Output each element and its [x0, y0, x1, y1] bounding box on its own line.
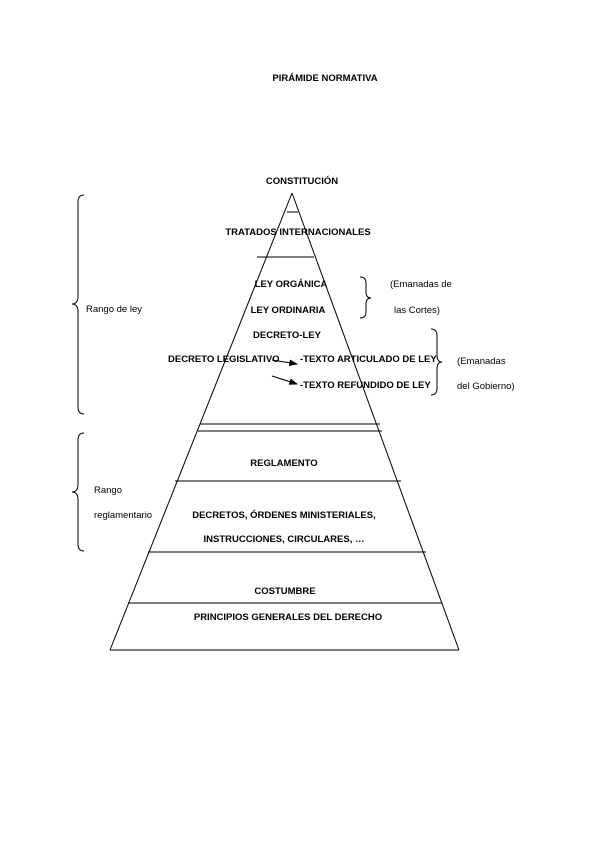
- label-rango-regl-line2: reglamentario: [94, 510, 152, 521]
- label-tratados: TRATADOS INTERNACIONALES: [225, 227, 370, 238]
- page-title: PIRÁMIDE NORMATIVA: [272, 73, 377, 84]
- label-principios: PRINCIPIOS GENERALES DEL DERECHO: [194, 612, 382, 623]
- brace-rango-ley: [71, 194, 85, 415]
- label-costumbre: COSTUMBRE: [254, 586, 315, 597]
- brace-rango-reglamentario: [71, 432, 85, 552]
- brace-gobierno: [430, 328, 443, 396]
- note-cortes-line2: las Cortes): [394, 305, 440, 316]
- note-gobierno-line1: (Emanadas: [457, 356, 506, 367]
- label-constitucion: CONSTITUCIÓN: [266, 175, 338, 187]
- brace-cortes: [359, 276, 372, 319]
- label-texto-refundido: -TEXTO REFUNDIDO DE LEY: [300, 380, 431, 391]
- note-gobierno-line2: del Gobierno): [457, 381, 515, 392]
- pyramid-outline: [109, 192, 460, 651]
- label-rango-ley: Rango de ley: [86, 304, 142, 315]
- label-decreto-ley: DECRETO-LEY: [253, 330, 322, 341]
- label-decreto-legislativo: DECRETO LEGISLATIVO: [168, 354, 280, 365]
- label-texto-articulado: -TEXTO ARTICULADO DE LEY: [300, 354, 437, 365]
- label-ley-ordinaria: LEY ORDINARIA: [251, 305, 326, 316]
- arrow-to-articulado: [271, 359, 299, 367]
- label-decretos-line1: DECRETOS, ÓRDENES MINISTERIALES,: [192, 509, 376, 521]
- arrow-to-refundido: [271, 375, 299, 385]
- note-cortes-line1: (Emanadas de: [390, 279, 452, 290]
- label-rango-regl-line1: Rango: [94, 485, 122, 496]
- pyramid-dividers: [128, 211, 442, 604]
- label-ley-organica: LEY ORGÁNICA: [255, 279, 328, 290]
- label-decretos-line2: INSTRUCCIONES, CIRCULARES, …: [204, 534, 365, 545]
- label-reglamento: REGLAMENTO: [250, 458, 317, 469]
- decreto-arrows: [271, 359, 299, 385]
